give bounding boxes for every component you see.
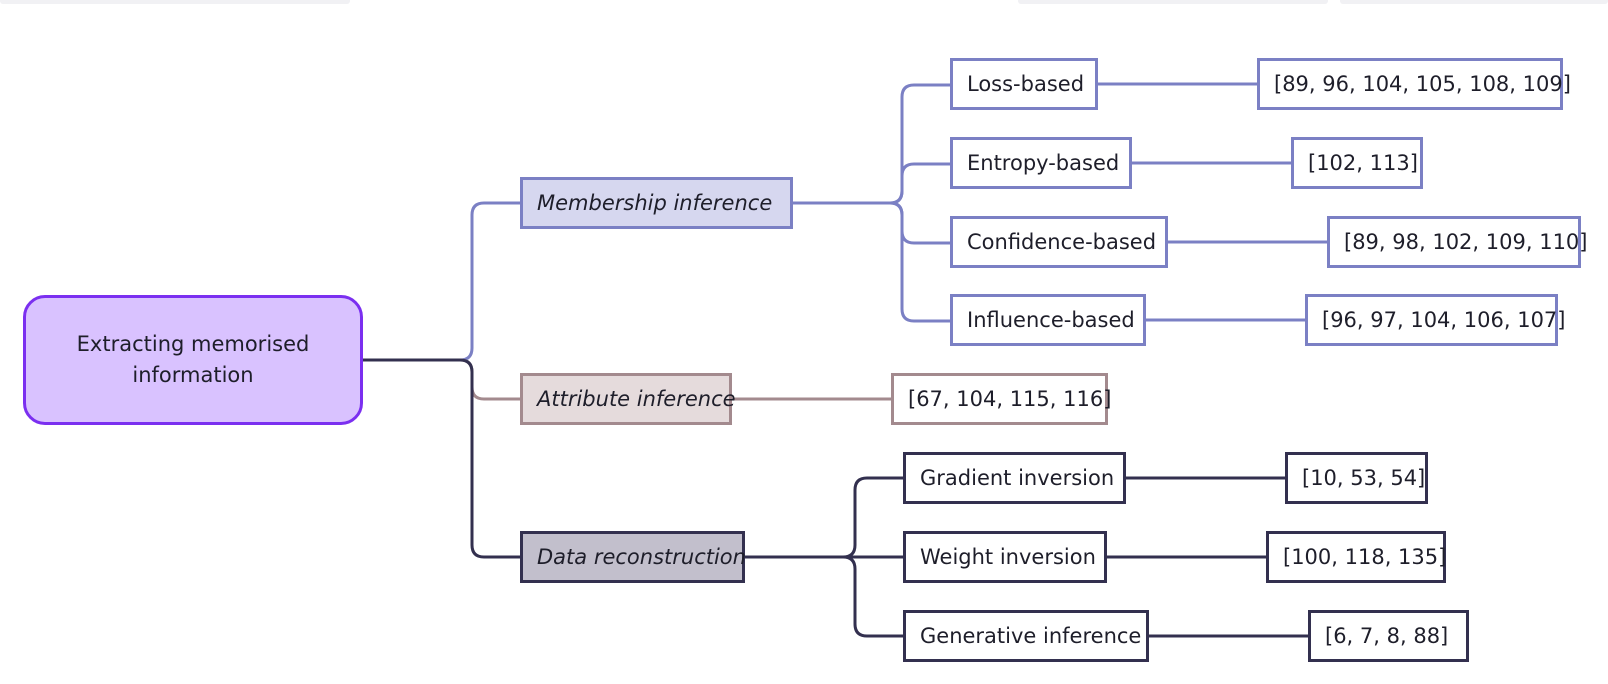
root-node[interactable]: Extracting memorised information xyxy=(23,295,363,425)
refs-label: [89, 98, 102, 109, 110] xyxy=(1344,230,1588,254)
node-loss-based[interactable]: Loss-based xyxy=(950,58,1098,110)
node-label: Generative inference xyxy=(920,624,1142,648)
link-root-data xyxy=(355,358,520,559)
refs-influence-based[interactable]: [96, 97, 104, 106, 107] xyxy=(1305,294,1565,346)
branch-label: Data reconstruction xyxy=(537,545,746,569)
top-decoration-right xyxy=(1340,0,1608,4)
node-confidence-based[interactable]: Confidence-based xyxy=(950,216,1168,268)
node-weight-inversion[interactable]: Weight inversion xyxy=(903,531,1107,583)
branch-label: Membership inference xyxy=(537,191,773,215)
refs-confidence-based[interactable]: [89, 98, 102, 109, 110] xyxy=(1327,216,1587,268)
refs-label: [102, 113] xyxy=(1308,151,1418,175)
refs-loss-based[interactable]: [89, 96, 104, 105, 108, 109] xyxy=(1257,58,1571,110)
branch-data-reconstruction[interactable]: Data reconstruction xyxy=(520,531,746,583)
node-gradient-inversion[interactable]: Gradient inversion xyxy=(903,452,1126,504)
node-label: Entropy-based xyxy=(967,151,1120,175)
link-data-generative xyxy=(745,555,903,638)
link-membership-confidence xyxy=(793,201,950,245)
refs-label: [6, 7, 8, 88] xyxy=(1325,624,1449,648)
refs-generative-inference[interactable]: [6, 7, 8, 88] xyxy=(1308,610,1469,662)
refs-label: [89, 96, 104, 105, 108, 109] xyxy=(1274,72,1571,96)
node-label: Weight inversion xyxy=(920,545,1096,569)
top-decoration-middle xyxy=(1018,0,1328,4)
branch-membership-inference[interactable]: Membership inference xyxy=(520,177,793,229)
link-membership-loss xyxy=(793,83,950,205)
node-entropy-based[interactable]: Entropy-based xyxy=(950,137,1132,189)
link-root-attribute xyxy=(355,358,520,401)
refs-label: [100, 118, 135] xyxy=(1283,545,1447,569)
refs-gradient-inversion[interactable]: [10, 53, 54] xyxy=(1285,452,1428,504)
branch-label: Attribute inference xyxy=(537,387,736,411)
link-membership-influence xyxy=(793,201,950,323)
top-decoration-left xyxy=(0,0,350,4)
link-root-membership xyxy=(355,201,520,362)
root-node-label: Extracting memorised information xyxy=(76,332,310,387)
refs-attribute-inference[interactable]: [67, 104, 115, 116] xyxy=(891,373,1112,425)
refs-label: [96, 97, 104, 106, 107] xyxy=(1322,308,1566,332)
node-label: Confidence-based xyxy=(967,230,1157,254)
refs-weight-inversion[interactable]: [100, 118, 135] xyxy=(1266,531,1446,583)
link-data-gradient xyxy=(745,476,903,559)
node-influence-based[interactable]: Influence-based xyxy=(950,294,1146,346)
node-generative-inference[interactable]: Generative inference xyxy=(903,610,1149,662)
node-label: Influence-based xyxy=(967,308,1135,332)
refs-label: [67, 104, 115, 116] xyxy=(908,387,1112,411)
branch-attribute-inference[interactable]: Attribute inference xyxy=(520,373,736,425)
node-label: Gradient inversion xyxy=(920,466,1115,490)
link-membership-entropy xyxy=(793,162,950,205)
refs-label: [10, 53, 54] xyxy=(1302,466,1426,490)
node-label: Loss-based xyxy=(967,72,1085,96)
refs-entropy-based[interactable]: [102, 113] xyxy=(1291,137,1423,189)
